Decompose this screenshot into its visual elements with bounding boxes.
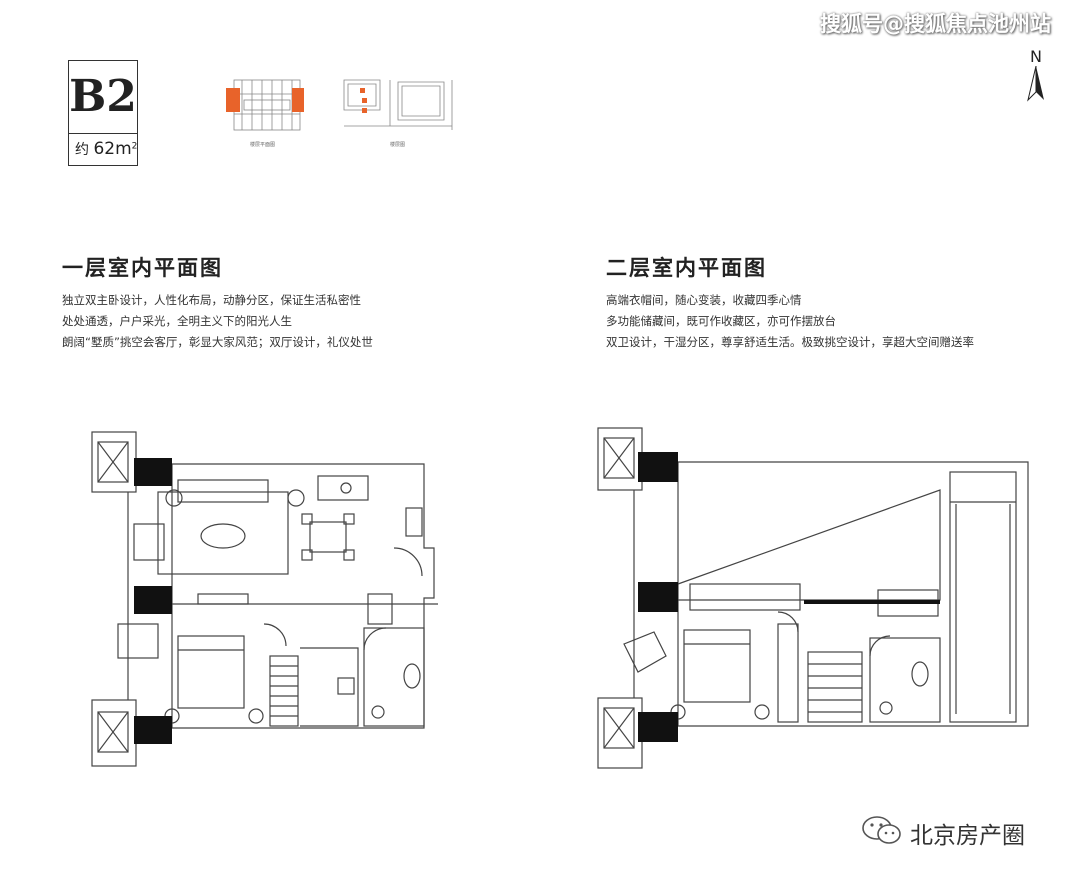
floor1-line: 朗阔“墅质”挑空会客厅，彰显大家风范；双厅设计，礼仪处世 — [62, 335, 373, 349]
floor1-plan-drawing — [91, 431, 438, 767]
site-plan-caption: 楼层图 — [390, 142, 406, 148]
floor2-plan-drawing — [597, 427, 1029, 769]
brand-watermark: 北京房产圈 — [860, 814, 1025, 852]
floor2-title: 二层室内平面图 — [606, 256, 767, 280]
building-floor-plan-thumbnail — [226, 79, 304, 131]
floor2-line: 高端衣帽间，随心变装，收藏四季心情 — [606, 293, 802, 307]
north-label: N — [1030, 47, 1042, 66]
north-arrow-icon — [1027, 65, 1044, 102]
area-prefix: 约 — [75, 142, 89, 158]
unit-code: B2 — [69, 71, 137, 122]
floor1-title: 一层室内平面图 — [62, 256, 223, 280]
floor1-line: 处处通透，户户采光，全明主义下的阳光人生 — [62, 314, 292, 328]
floor1-description: 独立双主卧设计，人性化布局，动静分区，保证生活私密性 处处通透，户户采光，全明主… — [62, 290, 373, 353]
badge-divider — [69, 133, 137, 134]
unit-area: 约 62m2 — [75, 139, 137, 159]
floor2-description: 高端衣帽间，随心变装，收藏四季心情 多功能储藏间，既可作收藏区，亦可作摆放台 双… — [606, 290, 974, 353]
chat-bubble-icon — [862, 816, 901, 844]
floor2-line: 双卫设计，干湿分区，尊享舒适生活。极致挑空设计，享超大空间赠送率 — [606, 335, 974, 349]
north-compass: N — [1024, 48, 1048, 106]
area-unit-sup: 2 — [131, 141, 138, 152]
source-watermark: 搜狐号@搜狐焦点池州站 — [820, 12, 1051, 36]
brand-name: 北京房产圈 — [910, 823, 1025, 849]
floor-plan-caption: 楼层平面图 — [250, 142, 276, 148]
unit-badge: B2 约 62m2 — [68, 60, 138, 166]
floor2-line: 多功能储藏间，既可作收藏区，亦可作摆放台 — [606, 314, 836, 328]
site-plan-thumbnail — [343, 79, 453, 130]
area-value: 62m — [93, 139, 132, 159]
floor1-line: 独立双主卧设计，人性化布局，动静分区，保证生活私密性 — [62, 293, 361, 307]
